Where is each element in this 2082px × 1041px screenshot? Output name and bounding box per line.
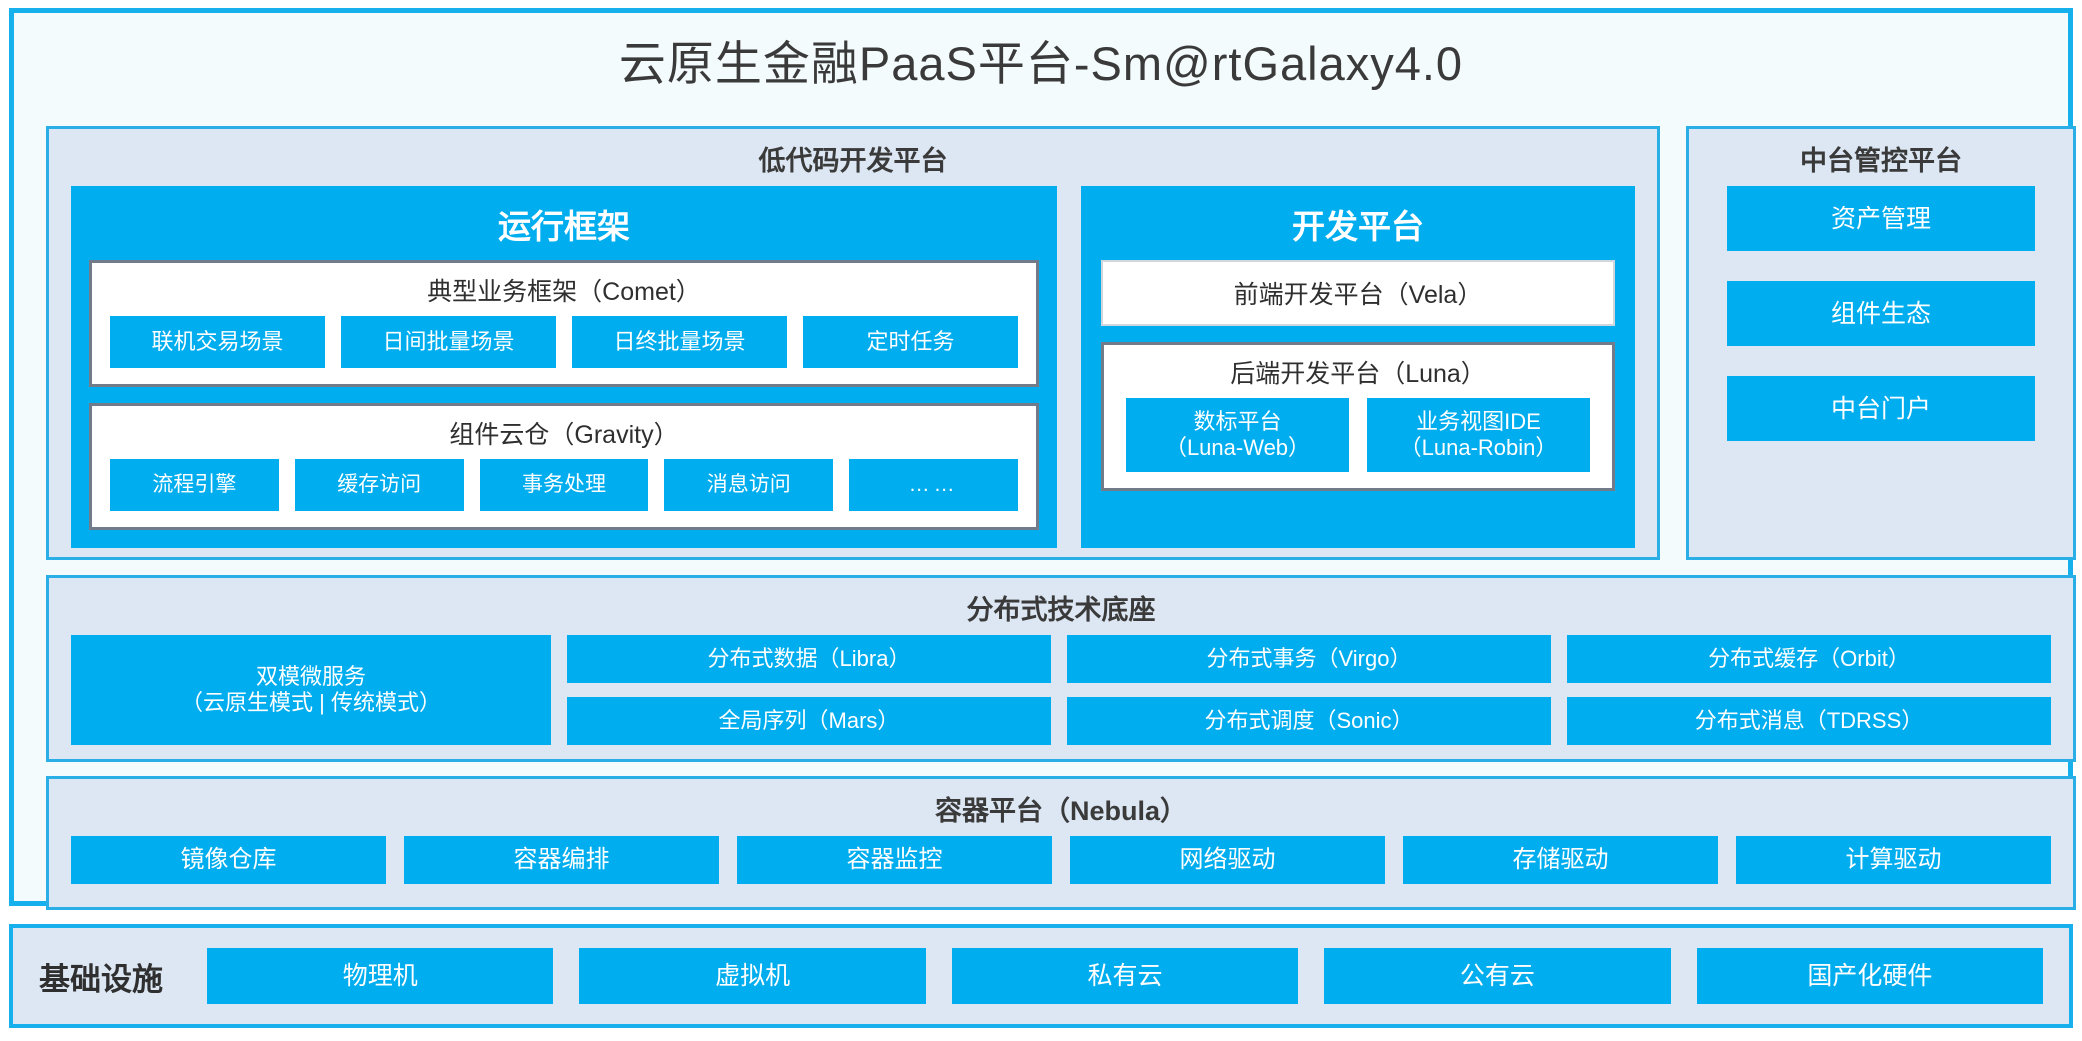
comet-tile-scheduled-task[interactable]: 定时任务: [803, 316, 1018, 368]
dev-platform-title: 开发平台: [1292, 208, 1424, 245]
dual-mode-microservice-column: 双模微服务 （云原生模式 | 传统模式）: [71, 635, 551, 745]
dual-mode-line1: 双模微服务: [255, 663, 366, 689]
vela-card[interactable]: 前端开发平台（Vela）: [1101, 260, 1615, 326]
infra-tile-domestic-hardware[interactable]: 国产化硬件: [1696, 948, 2044, 1004]
gravity-tile-transaction-processing[interactable]: 事务处理: [479, 459, 649, 511]
comet-tile-intraday-batch[interactable]: 日间批量场景: [341, 316, 556, 368]
container-tile-network-driver[interactable]: 网络驱动: [1070, 836, 1385, 884]
base-tile-dual-mode-microservice[interactable]: 双模微服务 （云原生模式 | 传统模式）: [71, 635, 551, 745]
runtime-framework-block: 运行框架 典型业务框架（Comet） 联机交易场景 日间批量场景 日终批量场景 …: [71, 186, 1057, 548]
container-tile-image-registry[interactable]: 镜像仓库: [71, 836, 386, 884]
base-column-1: 分布式数据（Libra） 全局序列（Mars）: [567, 635, 1051, 745]
luna-robin-line1: 业务视图IDE: [1416, 408, 1541, 434]
infra-tile-physical-machine[interactable]: 物理机: [207, 948, 554, 1004]
gravity-tile-process-engine[interactable]: 流程引擎: [110, 459, 279, 511]
base-tile-distributed-scheduling[interactable]: 分布式调度（Sonic）: [1067, 697, 1551, 745]
luna-web-line1: 数标平台: [1193, 408, 1282, 434]
container-tile-orchestration[interactable]: 容器编排: [404, 836, 719, 884]
distributed-base-grid: 双模微服务 （云原生模式 | 传统模式） 分布式数据（Libra） 全局序列（M…: [49, 635, 2073, 763]
dev-platform-block: 开发平台 前端开发平台（Vela） 后端开发平台（Luna） 数标平台 （Lun…: [1081, 186, 1635, 548]
luna-tile-data-standard-platform[interactable]: 数标平台 （Luna-Web）: [1126, 398, 1349, 472]
comet-card: 典型业务框架（Comet） 联机交易场景 日间批量场景 日终批量场景 定时任务: [89, 260, 1039, 387]
infrastructure-label: 基础设施: [39, 961, 163, 997]
gravity-tile-row: 流程引擎 缓存访问 事务处理 消息访问 ……: [92, 459, 1036, 527]
gravity-tile-ellipsis[interactable]: ……: [849, 459, 1018, 511]
comet-tile-eod-batch[interactable]: 日终批量场景: [572, 316, 787, 368]
infrastructure-panel: 基础设施 物理机 虚拟机 私有云 公有云 国产化硬件: [9, 924, 2073, 1028]
luna-tile-row: 数标平台 （Luna-Web） 业务视图IDE （Luna-Robin）: [1104, 398, 1612, 488]
infra-tile-private-cloud[interactable]: 私有云: [951, 948, 1299, 1004]
lowcode-platform-title: 低代码开发平台: [758, 146, 948, 176]
runtime-framework-title: 运行框架: [498, 208, 630, 245]
luna-card: 后端开发平台（Luna） 数标平台 （Luna-Web） 业务视图IDE （Lu…: [1101, 342, 1615, 491]
luna-web-line2: （Luna-Web）: [1164, 435, 1311, 460]
container-tile-row: 镜像仓库 容器编排 容器监控 网络驱动 存储驱动 计算驱动: [49, 836, 2073, 902]
page-title: 云原生金融PaaS平台-Sm@rtGalaxy4.0: [618, 37, 1464, 90]
gravity-title: 组件云仓（Gravity）: [449, 421, 679, 449]
midoffice-tile-component-ecology[interactable]: 组件生态: [1727, 281, 2035, 346]
luna-tile-business-view-ide[interactable]: 业务视图IDE （Luna-Robin）: [1367, 398, 1590, 472]
gravity-tile-cache-access[interactable]: 缓存访问: [294, 459, 464, 511]
infra-tile-public-cloud[interactable]: 公有云: [1324, 948, 1671, 1004]
container-tile-storage-driver[interactable]: 存储驱动: [1403, 836, 1718, 884]
main-frame: 云原生金融PaaS平台-Sm@rtGalaxy4.0 低代码开发平台 运行框架 …: [9, 8, 2076, 910]
luna-robin-line2: （Luna-Robin）: [1399, 435, 1558, 460]
luna-title: 后端开发平台（Luna）: [1230, 360, 1486, 388]
base-column-2: 分布式事务（Virgo） 分布式调度（Sonic）: [1067, 635, 1551, 745]
lowcode-platform-panel: 低代码开发平台 运行框架 典型业务框架（Comet） 联机交易场景 日间批量场景…: [46, 126, 1660, 560]
infra-tile-virtual-machine[interactable]: 虚拟机: [579, 948, 926, 1004]
comet-title: 典型业务框架（Comet）: [427, 278, 701, 306]
base-tile-distributed-transaction[interactable]: 分布式事务（Virgo）: [1067, 635, 1551, 683]
container-tile-monitoring[interactable]: 容器监控: [737, 836, 1052, 884]
container-platform-title: 容器平台（Nebula）: [934, 796, 1188, 826]
midoffice-title: 中台管控平台: [1800, 146, 1962, 176]
dual-mode-line2: （云原生模式 | 传统模式）: [181, 690, 441, 715]
base-tile-global-sequence[interactable]: 全局序列（Mars）: [567, 697, 1051, 745]
comet-tile-online-transaction[interactable]: 联机交易场景: [110, 316, 325, 368]
base-column-3: 分布式缓存（Orbit） 分布式消息（TDRSS）: [1567, 635, 2051, 745]
gravity-tile-message-access[interactable]: 消息访问: [664, 459, 834, 511]
distributed-base-panel: 分布式技术底座 双模微服务 （云原生模式 | 传统模式） 分布式数据（Libra…: [46, 575, 2076, 762]
container-tile-compute-driver[interactable]: 计算驱动: [1736, 836, 2051, 884]
gravity-card: 组件云仓（Gravity） 流程引擎 缓存访问 事务处理 消息访问 ……: [89, 403, 1039, 530]
midoffice-panel: 中台管控平台 资产管理 组件生态 中台门户: [1686, 126, 2076, 560]
midoffice-tile-portal[interactable]: 中台门户: [1727, 376, 2035, 441]
container-platform-panel: 容器平台（Nebula） 镜像仓库 容器编排 容器监控 网络驱动 存储驱动 计算…: [46, 776, 2076, 910]
distributed-base-title: 分布式技术底座: [966, 595, 1156, 625]
comet-tile-row: 联机交易场景 日间批量场景 日终批量场景 定时任务: [92, 316, 1036, 384]
midoffice-tile-asset-management[interactable]: 资产管理: [1727, 186, 2035, 251]
base-tile-distributed-message[interactable]: 分布式消息（TDRSS）: [1567, 697, 2051, 745]
base-tile-distributed-data[interactable]: 分布式数据（Libra）: [567, 635, 1051, 683]
base-tile-distributed-cache[interactable]: 分布式缓存（Orbit）: [1567, 635, 2051, 683]
